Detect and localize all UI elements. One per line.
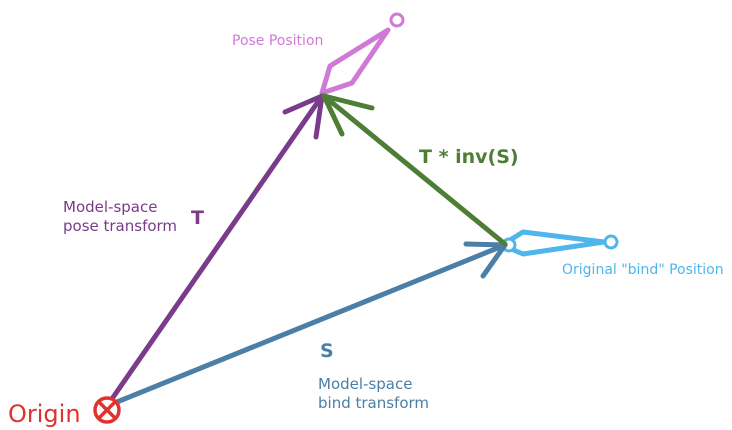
s-arrow xyxy=(107,244,505,406)
t-inv-s-arrow xyxy=(324,96,505,244)
t-inv-s-label: T * inv(S) xyxy=(419,146,519,170)
model-space-bind-label: Model-space bind transform xyxy=(318,375,429,413)
pose-position-label: Pose Position xyxy=(232,33,323,51)
bind-bone xyxy=(502,232,617,254)
t-arrow xyxy=(107,96,322,406)
original-bind-position-label: Original "bind" Position xyxy=(562,262,724,280)
origin-label: Origin xyxy=(8,399,81,429)
s-label: S xyxy=(320,340,334,364)
model-space-pose-label: Model-space pose transform xyxy=(63,198,177,236)
t-label: T xyxy=(191,207,204,231)
pose-bone xyxy=(322,14,403,93)
circled-x-icon xyxy=(95,398,119,422)
